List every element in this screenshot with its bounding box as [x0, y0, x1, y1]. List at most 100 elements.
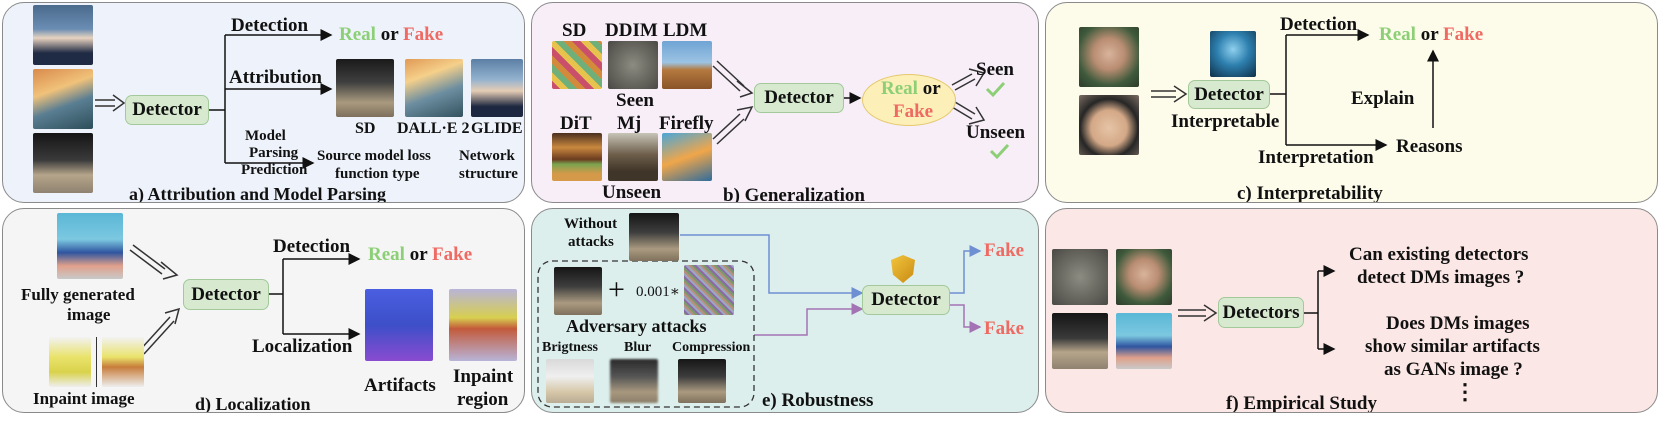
- photo-inpaint-b: [102, 337, 144, 387]
- real-label: Real: [1379, 24, 1416, 45]
- panel-generalization: SD DDIM LDM Seen DiT Mj Firefly Unseen D…: [531, 2, 1039, 203]
- label-out-seen: Seen: [976, 59, 1014, 80]
- label-blur: Blur: [624, 340, 652, 355]
- label-ddim: DDIM: [605, 20, 658, 41]
- label-unseen-group: Unseen: [602, 182, 662, 203]
- photo-pills: [552, 41, 602, 89]
- question-2-line-2: show similar artifacts: [1365, 336, 1540, 357]
- panel-localization: Fully generated image Inpaint image Dete…: [2, 208, 525, 413]
- panel-interpretability: Detector Interpretable Detection Real or…: [1045, 2, 1658, 203]
- plus-icon: +: [608, 273, 625, 306]
- result-real-fake: Real or Fake: [339, 25, 443, 44]
- label-without-1: Without: [564, 216, 618, 232]
- photo-glass-house: [33, 69, 93, 129]
- label-inpaint-region-2: region: [457, 389, 509, 410]
- label-glide: GLIDE: [471, 120, 523, 137]
- label-inpaint-image: Inpaint image: [33, 389, 135, 408]
- label-fully-2: image: [67, 305, 111, 324]
- caption-d: d) Localization: [195, 394, 311, 413]
- photo-astronaut-horse: [33, 133, 93, 193]
- photo-tennis: [1116, 313, 1172, 369]
- label-out-unseen: Unseen: [966, 122, 1026, 143]
- photo-old-man: [1079, 27, 1139, 87]
- panel-c-connectors: [1151, 29, 1439, 151]
- panel-f-connectors: [1178, 265, 1336, 355]
- detector-box: Detector: [183, 279, 269, 310]
- question-1-line-2: detect DMs images ?: [1357, 267, 1525, 288]
- photo-cat: [1052, 249, 1108, 305]
- label-reasons: Reasons: [1396, 136, 1463, 157]
- adversary-group-box: [537, 260, 755, 408]
- photo-brightness: [546, 359, 594, 403]
- caption-a: a) Attribution and Model Parsing: [129, 184, 387, 203]
- real-label: Real: [881, 78, 918, 99]
- or-label: or: [1420, 24, 1439, 45]
- noise-pattern: [684, 265, 734, 315]
- label-mj: Mj: [617, 113, 642, 134]
- label-coefficient: 0.001∗: [636, 284, 680, 300]
- photo-clean: [629, 213, 679, 261]
- label-seen-group: Seen: [616, 90, 654, 111]
- checkmark-seen-icon: [985, 81, 1006, 98]
- fake-label-clean: Fake: [984, 240, 1025, 261]
- label-brightness: Brigtness: [542, 340, 598, 355]
- label-ldm: LDM: [663, 20, 708, 41]
- ai-brain-icon: [1210, 31, 1256, 77]
- label-source-2: function type: [335, 166, 420, 182]
- question-1-line-1: Can existing detectors: [1349, 244, 1529, 265]
- photo-cat: [608, 41, 658, 89]
- fake-label: Fake: [893, 101, 934, 122]
- label-dalle: DALL·E 2: [397, 120, 470, 137]
- result-real-fake: Real or Fake: [1379, 25, 1483, 44]
- detector-box: Detector: [862, 285, 950, 315]
- detectors-box: Detectors: [1218, 297, 1304, 328]
- label-fully-1: Fully generated: [21, 285, 135, 304]
- panel-e-connectors: [537, 234, 982, 408]
- caption-f: f) Empirical Study: [1226, 393, 1377, 413]
- label-sd: SD: [355, 120, 376, 137]
- label-localization: Localization: [252, 336, 353, 357]
- or-label: or: [409, 244, 428, 265]
- caption-e: e) Robustness: [762, 390, 874, 411]
- photo-adv-original: [554, 267, 602, 315]
- photo-burger: [552, 133, 602, 181]
- caption-c: c) Interpretability: [1237, 183, 1383, 203]
- question-2-line-1: Does DMs images: [1386, 313, 1530, 334]
- or-label: or: [380, 24, 399, 45]
- caption-b: b) Generalization: [723, 185, 865, 203]
- panel-d-connectors: [129, 244, 361, 355]
- label-dit: DiT: [560, 113, 592, 134]
- label-detection: Detection: [273, 236, 351, 257]
- fake-label-attacked: Fake: [984, 318, 1025, 339]
- label-without-2: attacks: [568, 234, 614, 250]
- panel-attribution: Detector Detection Real or Fake Attribut…: [2, 2, 525, 203]
- label-adversary: Adversary attacks: [566, 316, 707, 336]
- fake-label: Fake: [432, 244, 473, 265]
- detector-box: Detector: [1188, 80, 1270, 109]
- photo-blur: [610, 359, 658, 403]
- photo-boy: [1079, 95, 1139, 155]
- label-model-parsing-2: Parsing: [249, 145, 299, 161]
- photo-astronaut-horse: [1052, 313, 1108, 369]
- checkmark-unseen-icon: [989, 143, 1010, 160]
- label-network-2: structure: [459, 166, 518, 182]
- photo-treehouse: [608, 133, 658, 181]
- divider: [96, 337, 97, 387]
- label-model-parsing-3: Prediction: [241, 162, 308, 178]
- photo-desert: [662, 41, 712, 89]
- label-detection: Detection: [231, 15, 309, 36]
- panel-b-connectors: [712, 60, 1010, 160]
- photo-inpaint-region: [449, 289, 517, 361]
- photo-biden: [33, 5, 93, 65]
- label-explain: Explain: [1351, 88, 1415, 109]
- result-real-or: Real or: [881, 79, 941, 98]
- panel-a-connectors: [95, 29, 333, 169]
- fake-label: Fake: [403, 24, 444, 45]
- label-detection: Detection: [1280, 14, 1358, 35]
- or-label: or: [922, 78, 941, 99]
- label-source-1: Source model loss: [317, 148, 431, 164]
- photo-dalle-sample: [405, 59, 463, 117]
- ellipsis-icon: ⋮: [1454, 379, 1476, 404]
- detector-box: Detector: [125, 95, 209, 125]
- detector-box: Detector: [754, 83, 844, 113]
